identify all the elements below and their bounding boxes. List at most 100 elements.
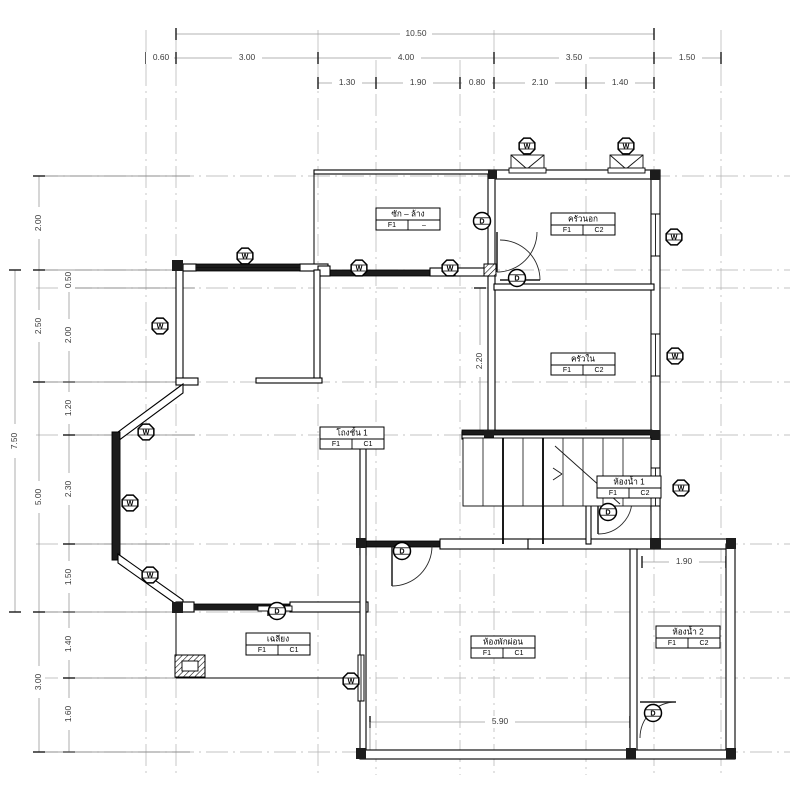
room-ceiling-code: C1 [290,647,299,654]
door-tag[interactable]: D [507,268,527,288]
window-tag[interactable]: W [141,566,159,584]
dim-left-2-6: 1.60 [63,706,73,723]
door-tag[interactable]: D [643,703,663,723]
window-symbol-laundry [338,271,426,275]
door-tag[interactable]: D [267,601,287,621]
window-tag[interactable]: W [121,494,139,512]
door-tag[interactable]: D [392,541,412,561]
column-detail-porch [174,654,206,678]
room-ceiling-code: C1 [364,441,373,448]
wall-center-left-vert [313,269,321,383]
window-tag[interactable]: W [350,259,368,277]
window-symbol-top-2 [607,154,646,174]
room-ceiling-code: C2 [595,367,604,374]
door-tag-label: D [650,709,655,718]
dim-top-2-2: 0.80 [469,77,486,87]
door-outdoor-kitchen [496,231,538,273]
door-tag-label: D [605,508,610,517]
window-tag-label: W [147,571,154,580]
dim-top-1-2: 4.00 [398,52,415,62]
door-tag-badge [598,502,618,522]
door-tag-badge [507,268,527,288]
wall-living-left-lower [359,543,367,757]
window-tag[interactable]: W [617,137,635,155]
dim-top-2-4: 1.40 [612,77,629,87]
door-tag-badge [392,541,412,561]
dim-top-overall-label: 10.50 [406,28,427,38]
room-floor-code: F1 [483,650,491,657]
wall-right-lower [725,543,736,757]
window-tag-label: W [623,142,630,151]
window-tag-badge [151,317,169,335]
window-tag-label: W [143,428,150,437]
wall-living-left-upper [359,434,367,556]
room-label-bathroom-1[interactable]: ห้องน้ำ 1 F1 C2 [596,475,662,499]
window-tag-label: W [678,484,685,493]
dim-left-2-3: 2.30 [63,481,73,498]
window-tag[interactable]: W [666,347,684,365]
dim-top-1-1: 3.00 [239,52,256,62]
dim-interior-vertical-label: 2.20 [474,353,484,370]
window-tag-badge [666,347,684,365]
room-ceiling-code: C2 [641,490,650,497]
window-tag[interactable]: W [672,479,690,497]
door-tag[interactable]: D [598,502,618,522]
window-tag[interactable]: W [518,137,536,155]
dim-top-1-0: 0.60 [153,52,170,62]
wall-living-divider-mid [439,538,531,550]
wall-porch-top-right [289,601,369,613]
dim-top-chain-2: 1.30 1.90 0.80 2.10 1.40 [317,77,655,89]
room-floor-code: F1 [563,367,571,374]
room-name: เฉลียง [267,634,289,643]
window-tag-badge [672,479,690,497]
window-tag[interactable]: W [342,672,360,690]
window-tag[interactable]: W [151,317,169,335]
wall-bath2-left [629,548,638,757]
room-name: ห้องน้ำ 1 [613,475,645,486]
room-floor-code: F1 [563,227,571,234]
dim-left-chain-1: 2.00 2.50 5.00 3.00 [33,175,45,753]
window-tag[interactable]: W [236,247,254,265]
door-tag-label: D [399,547,404,556]
window-tag-badge [342,672,360,690]
door-tag-label: D [514,274,519,283]
window-symbol-top-1 [508,154,547,174]
door-tag[interactable]: D [472,211,492,231]
dim-left-1-3: 3.00 [33,674,43,691]
dim-top-2-1: 1.90 [410,77,427,87]
window-tag[interactable]: W [137,423,155,441]
left-extension-lines [45,175,195,753]
dim-left-2-0: 0.50 [63,272,73,289]
window-tag-label: W [356,264,363,273]
dim-left-1-1: 2.50 [33,318,43,335]
room-floor-code: F1 [609,490,617,497]
dim-left-2-5: 1.40 [63,636,73,653]
wall-living-divider-right [527,538,735,550]
window-tag[interactable]: W [665,228,683,246]
wall-west-upper [175,263,184,385]
wall-laundry-top [313,169,491,175]
door-tag-label: D [274,607,279,616]
window-tag-badge [518,137,536,155]
door-tag-badge [267,601,287,621]
door-tag-group: D D D D D D [267,211,663,723]
door-tag-label: D [479,217,484,226]
room-name: ซัก – ล้าง [391,209,424,218]
door-hall [391,545,433,587]
dim-top-1-4: 1.50 [679,52,696,62]
dim-right-interior-label: 1.90 [676,556,693,566]
wall-west-stub [175,377,199,386]
window-tag[interactable]: W [441,259,459,277]
room-ceiling-code: – [422,222,426,229]
window-symbol-porch [194,605,290,610]
window-tag-label: W [157,322,164,331]
window-tag-label: W [672,352,679,361]
